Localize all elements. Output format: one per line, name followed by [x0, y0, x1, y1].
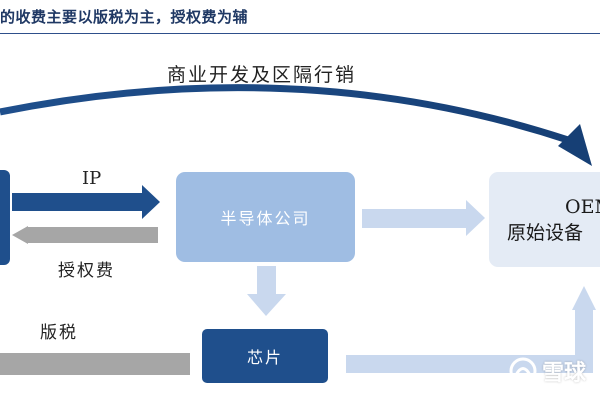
commercial-development-label: 商业开发及区隔行销	[167, 64, 357, 86]
commercial-arc-arrow	[0, 84, 570, 144]
license-fee-arrow-head	[12, 226, 28, 244]
oem-label: OEM	[565, 195, 600, 218]
chip-to-oem-arrow-head	[572, 286, 596, 310]
semi-to-oem-arrow-head	[466, 200, 485, 236]
watermark: 雪球	[508, 355, 586, 387]
license-fee-arrow-shaft	[27, 227, 158, 243]
page-title: 的收费主要以版税为主，授权费为辅	[0, 8, 249, 26]
commercial-arc-arrowhead	[558, 124, 592, 166]
chip-to-oem-arrow	[346, 308, 593, 373]
semi-to-oem-arrow-shaft	[362, 209, 468, 228]
title-divider	[0, 33, 600, 34]
semi-to-chip-arrow-shaft	[257, 266, 276, 296]
chip-node: 芯片	[202, 329, 328, 383]
semiconductor-company-label: 半导体公司	[220, 209, 311, 228]
licensor-node	[0, 170, 10, 265]
royalty-arrow-bar	[0, 353, 190, 375]
snowball-logo-icon	[509, 357, 537, 385]
ip-arrow-shaft	[12, 193, 144, 211]
ip-arrow-head	[142, 185, 160, 219]
oem-description-label: 原始设备	[507, 221, 584, 244]
semi-to-chip-arrow-head	[247, 294, 286, 316]
royalty-label: 版税	[40, 323, 78, 343]
ip-label: IP	[82, 168, 102, 189]
license-fee-label: 授权费	[58, 261, 115, 281]
chip-label: 芯片	[246, 348, 283, 367]
semiconductor-company-node: 半导体公司	[176, 172, 355, 262]
oem-node: OEM 原始设备	[489, 172, 600, 267]
watermark-text: 雪球	[542, 360, 587, 386]
